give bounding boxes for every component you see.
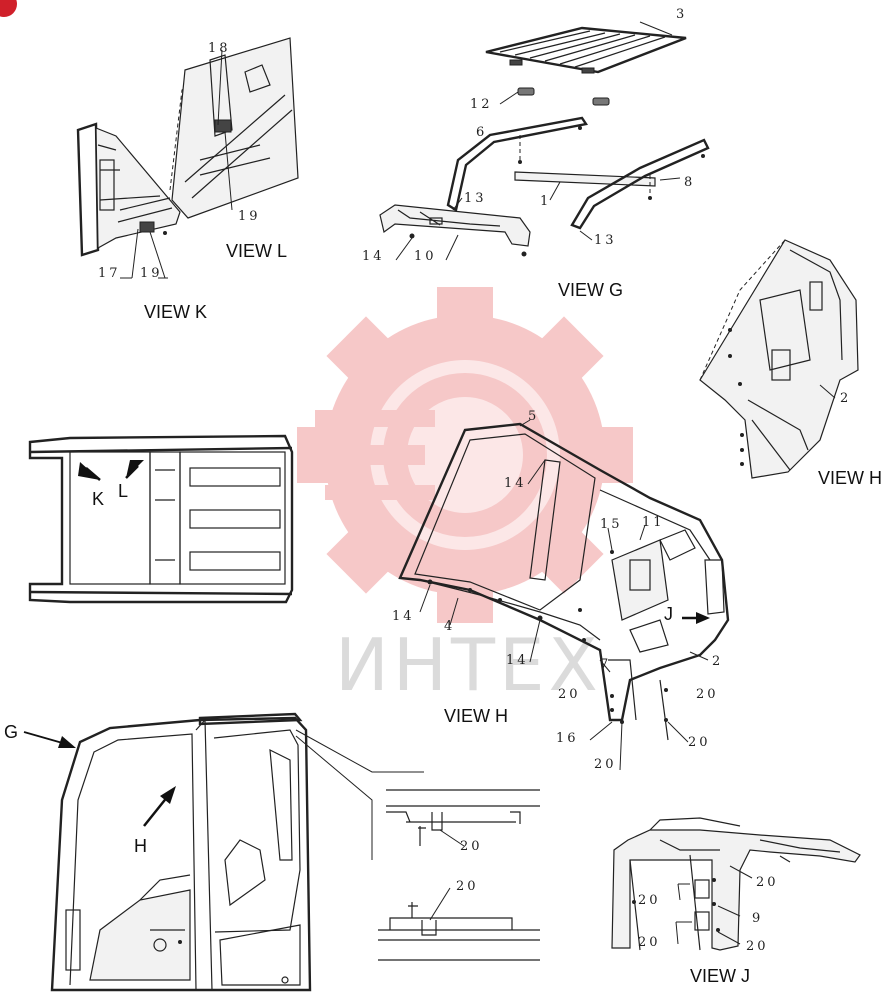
callout-14-top: 14 (504, 476, 527, 491)
watermark-text: ИНТЕХ (335, 623, 602, 707)
cab-side-view-drawing (23, 712, 424, 992)
corner-badge (0, 0, 17, 17)
view-j-drawing (611, 817, 861, 951)
callout-2-center: 2 (712, 654, 723, 669)
callout-7: 7 (600, 657, 611, 672)
callout-1: 1 (540, 194, 551, 209)
callout-20-c: 20 (688, 735, 711, 750)
callout-5: 5 (528, 409, 539, 424)
callout-20-view-j-right: 20 (746, 939, 769, 954)
callout-2-view-h: 2 (840, 391, 851, 406)
view-h-right-drawing (699, 239, 859, 479)
callout-15: 15 (600, 517, 623, 532)
callout-20-b: 20 (696, 687, 719, 702)
arrow-j-label: J (664, 604, 673, 624)
callout-20-view-j-left: 20 (638, 893, 661, 908)
arrow-j-icon (696, 612, 710, 624)
arrow-g-icon (58, 736, 76, 748)
callout-14-left: 14 (392, 609, 415, 624)
callout-6: 6 (476, 125, 487, 140)
callout-20-section-top: 20 (460, 839, 483, 854)
watermark-gear-icon (297, 287, 633, 623)
view-h-center-drawing (398, 419, 730, 771)
arrow-k-label: K (92, 489, 104, 509)
callout-13-right: 13 (594, 233, 617, 248)
view-h-center-label: VIEW H (444, 706, 508, 726)
callout-12: 12 (470, 97, 493, 112)
callout-20-a: 20 (558, 687, 581, 702)
arrow-g-label: G (4, 722, 18, 742)
callout-18: 18 (208, 41, 231, 56)
callout-19-view-l: 19 (238, 209, 261, 224)
view-k-label: VIEW K (144, 302, 207, 322)
view-g-drawing (379, 21, 710, 261)
callout-3: 3 (676, 7, 687, 22)
callout-19-view-k: 19 (140, 266, 163, 281)
view-j-label: VIEW J (690, 966, 750, 986)
callout-11: 11 (642, 515, 665, 530)
arrow-l-label: L (118, 481, 128, 501)
callout-20-view-j-bottom: 20 (638, 935, 661, 950)
callout-4: 4 (444, 619, 455, 634)
callout-13-left: 13 (464, 191, 487, 206)
cab-top-view-drawing (28, 434, 294, 604)
callout-9: 9 (752, 911, 763, 926)
callout-14-bottom: 14 (506, 653, 529, 668)
callout-20-d: 20 (594, 757, 617, 772)
callout-20-section-bottom: 20 (456, 879, 479, 894)
arrow-h-label: H (134, 836, 147, 856)
section-details-drawing (378, 789, 540, 961)
watermark: ИНТЕХ (297, 287, 633, 707)
view-h-right-label: VIEW H (818, 468, 882, 488)
callout-17: 17 (98, 266, 121, 281)
view-l-label: VIEW L (226, 241, 287, 261)
view-g-label: VIEW G (558, 280, 623, 300)
callout-16: 16 (556, 731, 579, 746)
callout-8: 8 (684, 175, 695, 190)
callout-14-view-g: 14 (362, 249, 385, 264)
view-k-drawing (76, 122, 181, 279)
arrow-h-icon (160, 786, 176, 804)
callout-20-view-j-top: 20 (756, 875, 779, 890)
callout-10: 10 (414, 249, 437, 264)
view-l-drawing (169, 37, 299, 219)
